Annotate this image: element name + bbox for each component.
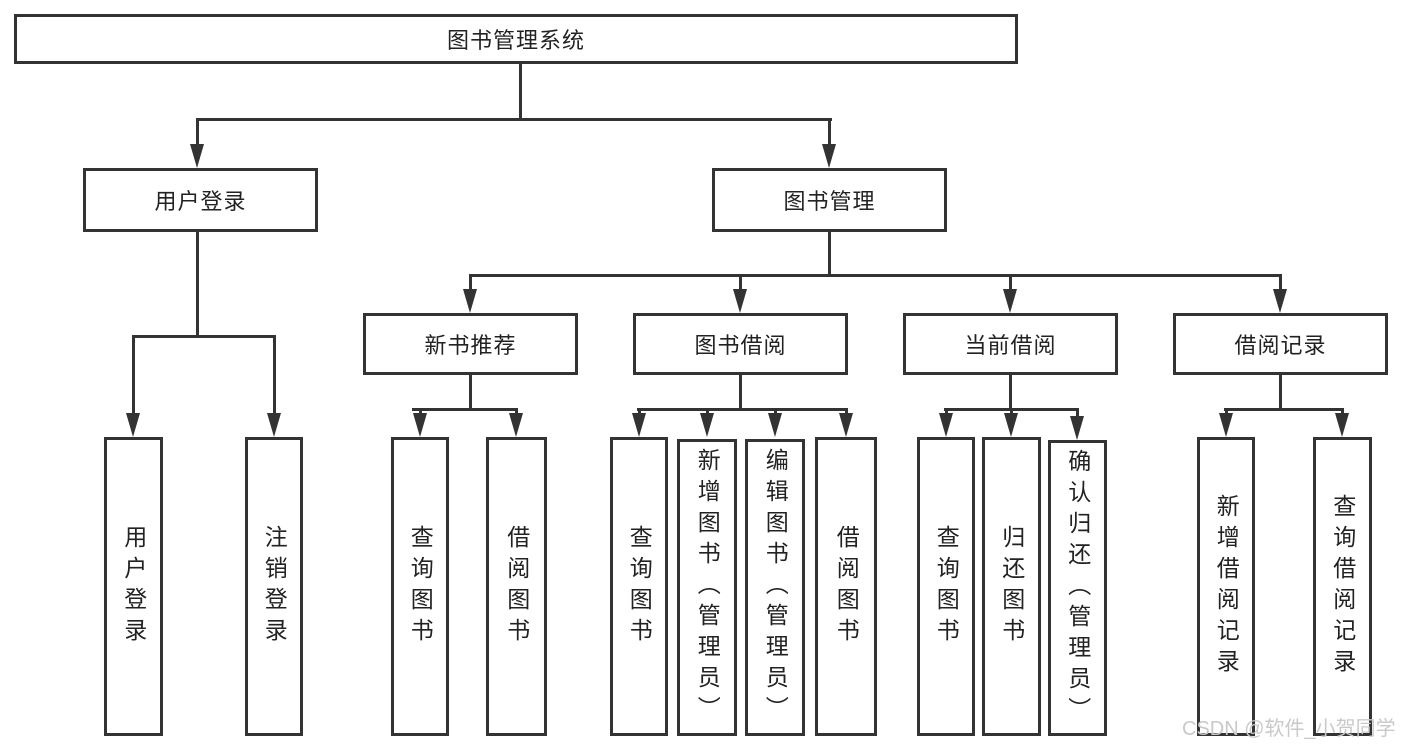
arrow-down	[1335, 408, 1350, 437]
arrow-down	[1004, 408, 1019, 437]
arrow-down	[413, 408, 428, 437]
connector-line	[469, 375, 472, 408]
arrow-down	[1219, 408, 1234, 437]
node-leaf-bb-add-books-admin: 新增图书（管理员）	[677, 439, 737, 736]
connector-line	[132, 335, 276, 338]
connector-line	[1009, 375, 1012, 408]
node-user-login: 用户登录	[83, 168, 318, 232]
connector-line	[469, 274, 1282, 277]
node-leaf-cb-return-books: 归还图书	[982, 437, 1041, 736]
connector-line	[828, 232, 831, 274]
connector-line	[196, 118, 832, 121]
arrow-down	[1070, 408, 1085, 440]
node-leaf-logout: 注销登录	[245, 437, 303, 736]
connector-line	[1224, 408, 1344, 411]
node-leaf-user-login: 用户登录	[104, 437, 163, 736]
arrow-down	[1273, 274, 1288, 313]
node-leaf-bb-query-books: 查询图书	[610, 437, 668, 736]
node-leaf-cb-confirm-return-admin: 确认归还（管理员）	[1048, 440, 1107, 736]
connector-line	[739, 375, 742, 408]
node-current-borrowing: 当前借阅	[903, 313, 1118, 375]
node-leaf-cb-query-books: 查询图书	[917, 437, 975, 736]
node-leaf-bb-edit-books-admin: 编辑图书（管理员）	[745, 439, 805, 736]
arrow-down	[700, 408, 715, 437]
arrow-down	[733, 274, 748, 313]
node-leaf-bb-borrow-books: 借阅图书	[815, 437, 877, 736]
node-leaf-br-add-record: 新增借阅记录	[1197, 437, 1255, 736]
arrow-down	[939, 408, 954, 437]
connector-line	[519, 62, 522, 121]
node-leaf-nbr-query-books: 查询图书	[391, 437, 449, 736]
arrow-down	[267, 335, 282, 437]
node-leaf-nbr-borrow-books: 借阅图书	[486, 437, 547, 736]
arrow-down	[190, 118, 205, 168]
node-book-management: 图书管理	[712, 168, 947, 232]
connector-line	[637, 408, 848, 411]
arrow-down	[632, 408, 647, 437]
arrow-down	[839, 408, 854, 437]
arrow-down	[463, 274, 478, 313]
node-leaf-br-query-record: 查询借阅记录	[1313, 437, 1372, 736]
connector-line	[196, 232, 199, 335]
node-borrowing-records: 借阅记录	[1173, 313, 1388, 375]
node-new-book-recommendation: 新书推荐	[363, 313, 578, 375]
arrow-down	[126, 335, 141, 437]
connector-line	[412, 408, 518, 411]
arrow-down	[822, 118, 837, 168]
arrow-down	[509, 408, 524, 437]
arrow-down	[1003, 274, 1018, 313]
connector-line	[1279, 375, 1282, 408]
node-book-borrowing: 图书借阅	[633, 313, 848, 375]
arrow-down	[768, 408, 783, 437]
node-root-library-management-system: 图书管理系统	[14, 14, 1018, 64]
csdn-watermark: CSDN @软件_小贺同学	[1182, 718, 1396, 740]
